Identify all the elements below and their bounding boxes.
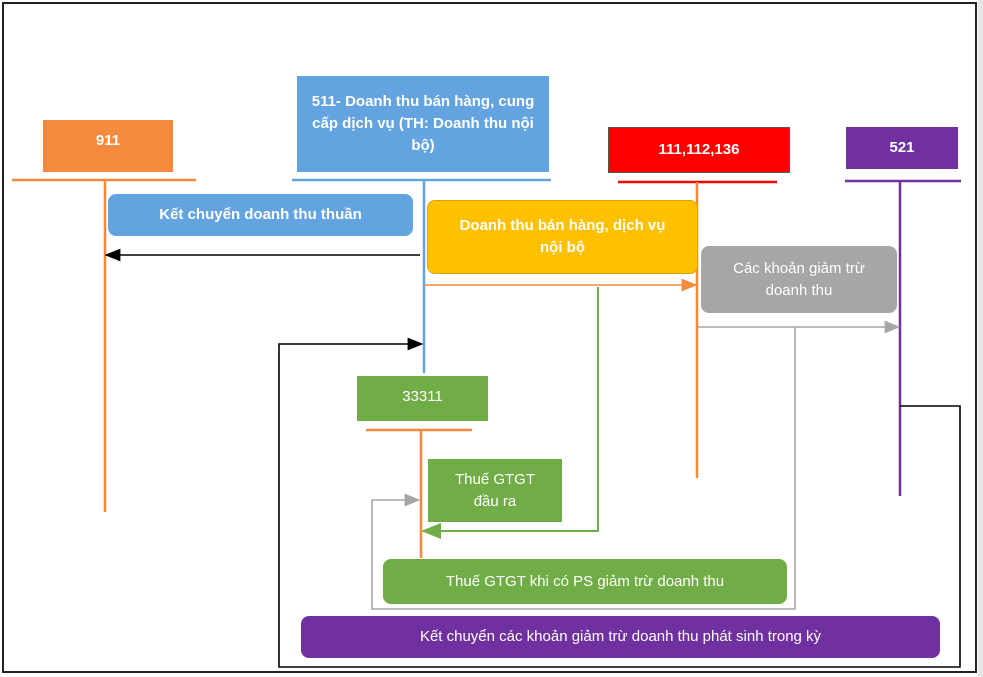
- thue-gtgt-dau-ra-box: Thuế GTGT đầu ra: [428, 459, 562, 522]
- account-33311-box: 33311: [357, 376, 488, 421]
- dt-ban-hang-noi-bo-label: Doanh thu bán hàng, dịch vụ nội bộ: [459, 217, 666, 256]
- ket-chuyen-dt-thuan-label: Kết chuyển doanh thu thuần: [159, 206, 362, 224]
- arrow-111-to-33311: [421, 287, 599, 539]
- thue-gtgt-giam-tru-label: Thuế GTGT khi có PS giảm trừ doanh thu: [445, 572, 725, 590]
- account-511-box: 511- Doanh thu bán hàng, cung cấp dịch v…: [297, 76, 549, 172]
- scroll-edge: [978, 0, 983, 677]
- ket-chuyen-dt-thuan-box: Kết chuyển doanh thu thuần: [108, 194, 413, 236]
- account-33311-label: 33311: [402, 388, 443, 405]
- account-111-label: 111,112,136: [658, 141, 740, 159]
- arrow-521-to-511: [278, 337, 961, 668]
- cac-khoan-giam-tru-label: Các khoản giảm trừ doanh thu: [733, 259, 865, 299]
- ket-chuyen-giam-tru-box: Kết chuyển các khoản giảm trừ doanh thu …: [301, 616, 940, 658]
- account-511-label: 511- Doanh thu bán hàng, cung cấp dịch v…: [311, 93, 535, 154]
- arrow-gray-to-33311: [371, 327, 796, 610]
- cac-khoan-giam-tru-box: Các khoản giảm trừ doanh thu: [701, 246, 897, 313]
- account-111-box: 111,112,136: [608, 127, 790, 173]
- account-911-label: 911: [95, 132, 121, 149]
- account-911-box: 911: [43, 120, 173, 172]
- dt-ban-hang-noi-bo-box: Doanh thu bán hàng, dịch vụ nội bộ: [427, 200, 698, 274]
- account-521-label: 521: [889, 139, 915, 157]
- account-521-box: 521: [846, 127, 958, 169]
- thue-gtgt-dau-ra-label: Thuế GTGT đầu ra: [454, 470, 536, 510]
- ket-chuyen-giam-tru-label: Kết chuyển các khoản giảm trừ doanh thu …: [419, 628, 822, 646]
- thue-gtgt-giam-tru-box: Thuế GTGT khi có PS giảm trừ doanh thu: [383, 559, 787, 604]
